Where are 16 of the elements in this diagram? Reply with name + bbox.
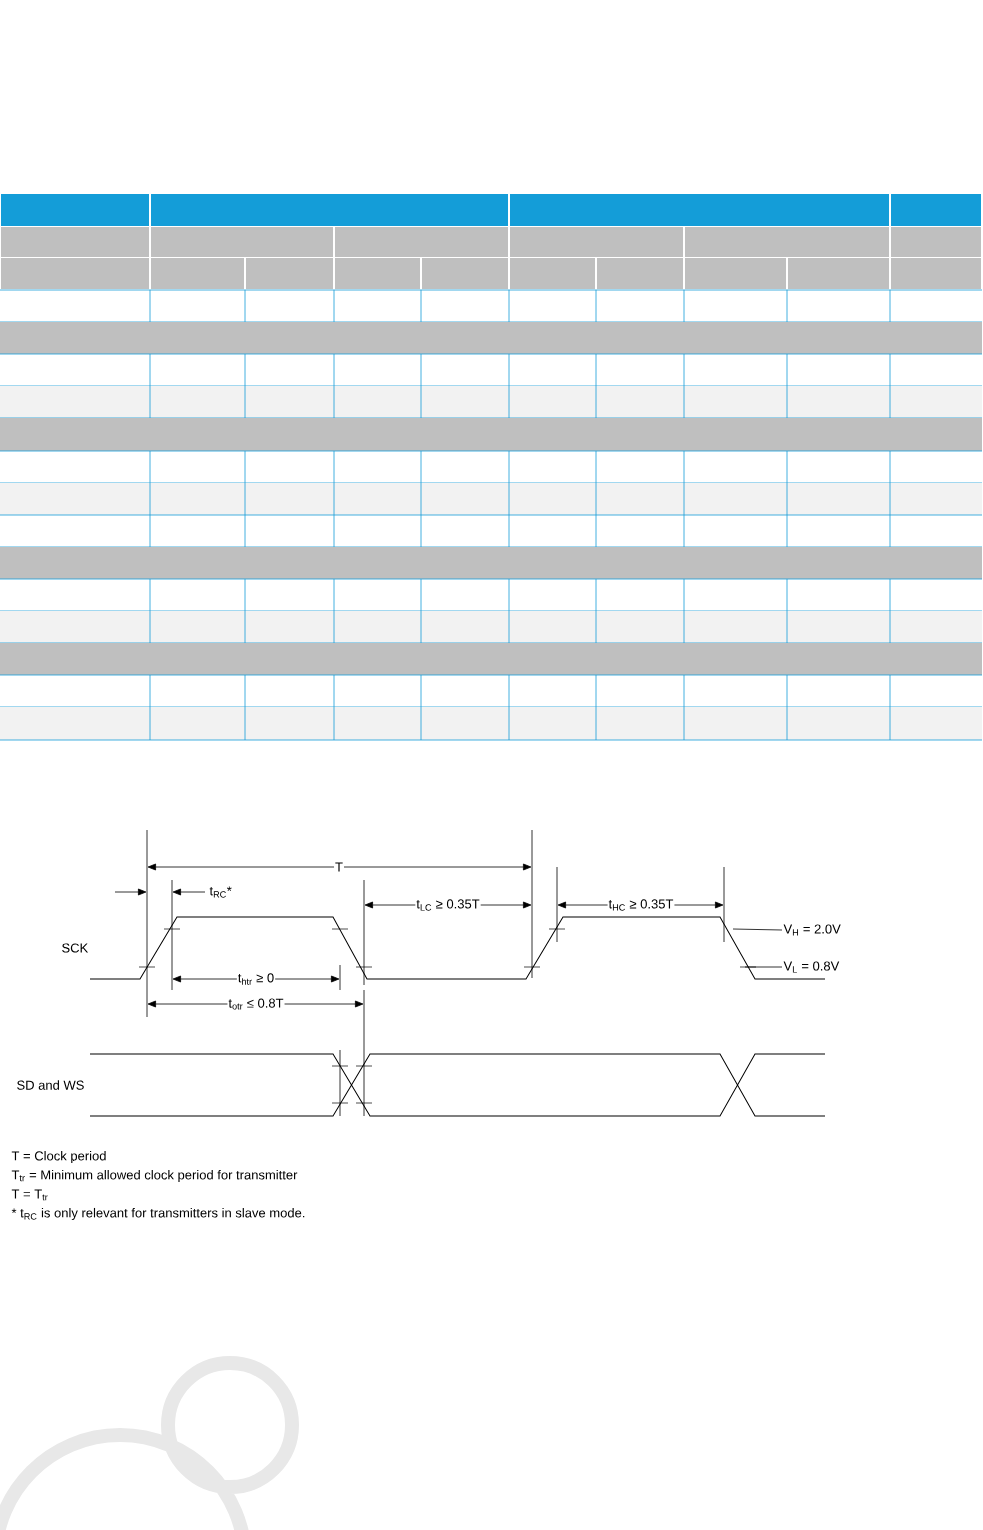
signal-name: SCK xyxy=(62,943,89,953)
leader-line xyxy=(744,966,783,968)
dimension-label: t$_{LC}$ ≥ 0.35T xyxy=(415,898,481,912)
voltage-label: V$_{H}$ = 2.0V xyxy=(783,924,841,936)
note-text: T = Clock period xyxy=(11,1150,106,1164)
note-text: T = T$_{tr}$ xyxy=(11,1189,48,1201)
voltage-label: V$_{L}$ = 0.8V xyxy=(783,961,840,973)
note-text: T$_{tr}$ = Minimum allowed clock period for transmitter xyxy=(11,1169,298,1183)
dimension-label: t$_{HC}$ ≥ 0.35T xyxy=(607,898,675,912)
dimension-label: t$_{otr}$ ≤ 0.8T xyxy=(227,997,285,1011)
dimension-label: T xyxy=(334,861,344,873)
signal-name: SD and WS xyxy=(17,1080,84,1090)
dimension-label: t$_{htr}$ ≥ 0 xyxy=(236,972,276,986)
dimension-label: t$_{RC}$* xyxy=(209,886,232,898)
leader-line xyxy=(732,928,783,931)
note-text: * t$_{RC}$ is only relevant for transmitters in slave mode. xyxy=(11,1207,305,1221)
